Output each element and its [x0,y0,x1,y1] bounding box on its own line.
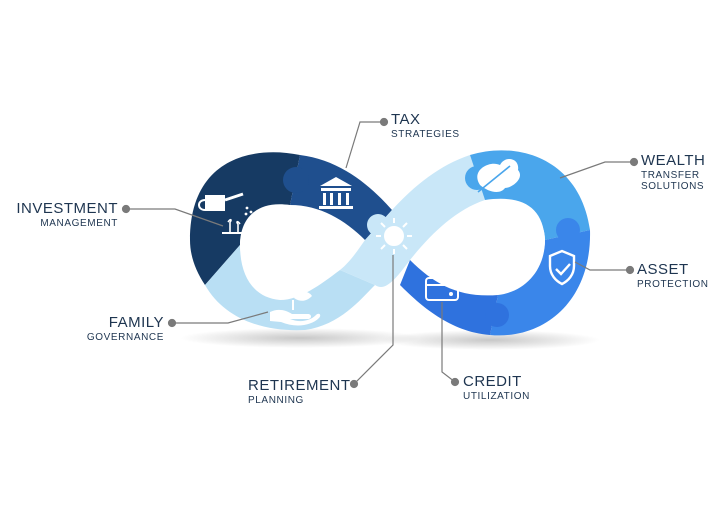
segment-credit [400,260,498,335]
label-asset: ASSET PROTECTION [637,262,709,290]
label-asset-title: ASSET [637,261,689,278]
segment-investment [190,152,300,285]
label-family-subtitle: GOVERNANCE [86,332,164,343]
label-retirement: RETIREMENT PLANNING [248,378,351,406]
shield-check-icon [548,249,576,286]
sun-icon [376,218,412,254]
label-tax-subtitle: STRATEGIES [391,129,460,140]
loop-hole-left [240,213,345,279]
leaf-icon [477,158,521,193]
label-investment: INVESTMENT MANAGEMENT [8,201,118,229]
label-asset-subtitle: PROTECTION [637,279,709,290]
puzzle-knob [283,167,309,193]
segment-family [205,245,375,331]
segment-asset [490,230,591,336]
label-credit: CREDIT UTILIZATION [463,374,530,402]
loop-hole-right [430,210,545,276]
label-wealth: WEALTH TRANSFER SOLUTIONS [641,153,705,192]
label-retirement-title: RETIREMENT [248,377,351,394]
label-credit-title: CREDIT [463,373,522,390]
puzzle-knob [367,214,389,236]
label-wealth-line3: SOLUTIONS [641,181,705,192]
puzzle-knob [485,303,509,327]
segment-retirement [340,155,485,288]
infinity-shadow [180,328,420,348]
label-wealth-title: WEALTH [641,152,706,169]
bank-icon [319,177,353,209]
infinity-band [190,150,591,336]
hand-plant-icon [270,278,321,326]
label-tax-title: TAX [391,111,421,128]
label-retirement-subtitle: PLANNING [248,395,304,406]
label-wealth-line2: TRANSFER [641,170,700,181]
infinity-shadow [380,330,600,350]
label-investment-subtitle: MANAGEMENT [40,218,118,229]
watering-can-icon [198,192,253,234]
puzzle-knob [210,272,234,296]
connectors [121,117,639,389]
credit-card-icon [425,277,459,301]
label-credit-subtitle: UTILIZATION [463,391,530,402]
puzzle-knob [556,218,580,242]
label-family-title: FAMILY [108,314,164,331]
label-tax: TAX STRATEGIES [391,112,460,140]
label-family: FAMILY GOVERNANCE [60,315,164,343]
label-investment-title: INVESTMENT [16,200,118,217]
